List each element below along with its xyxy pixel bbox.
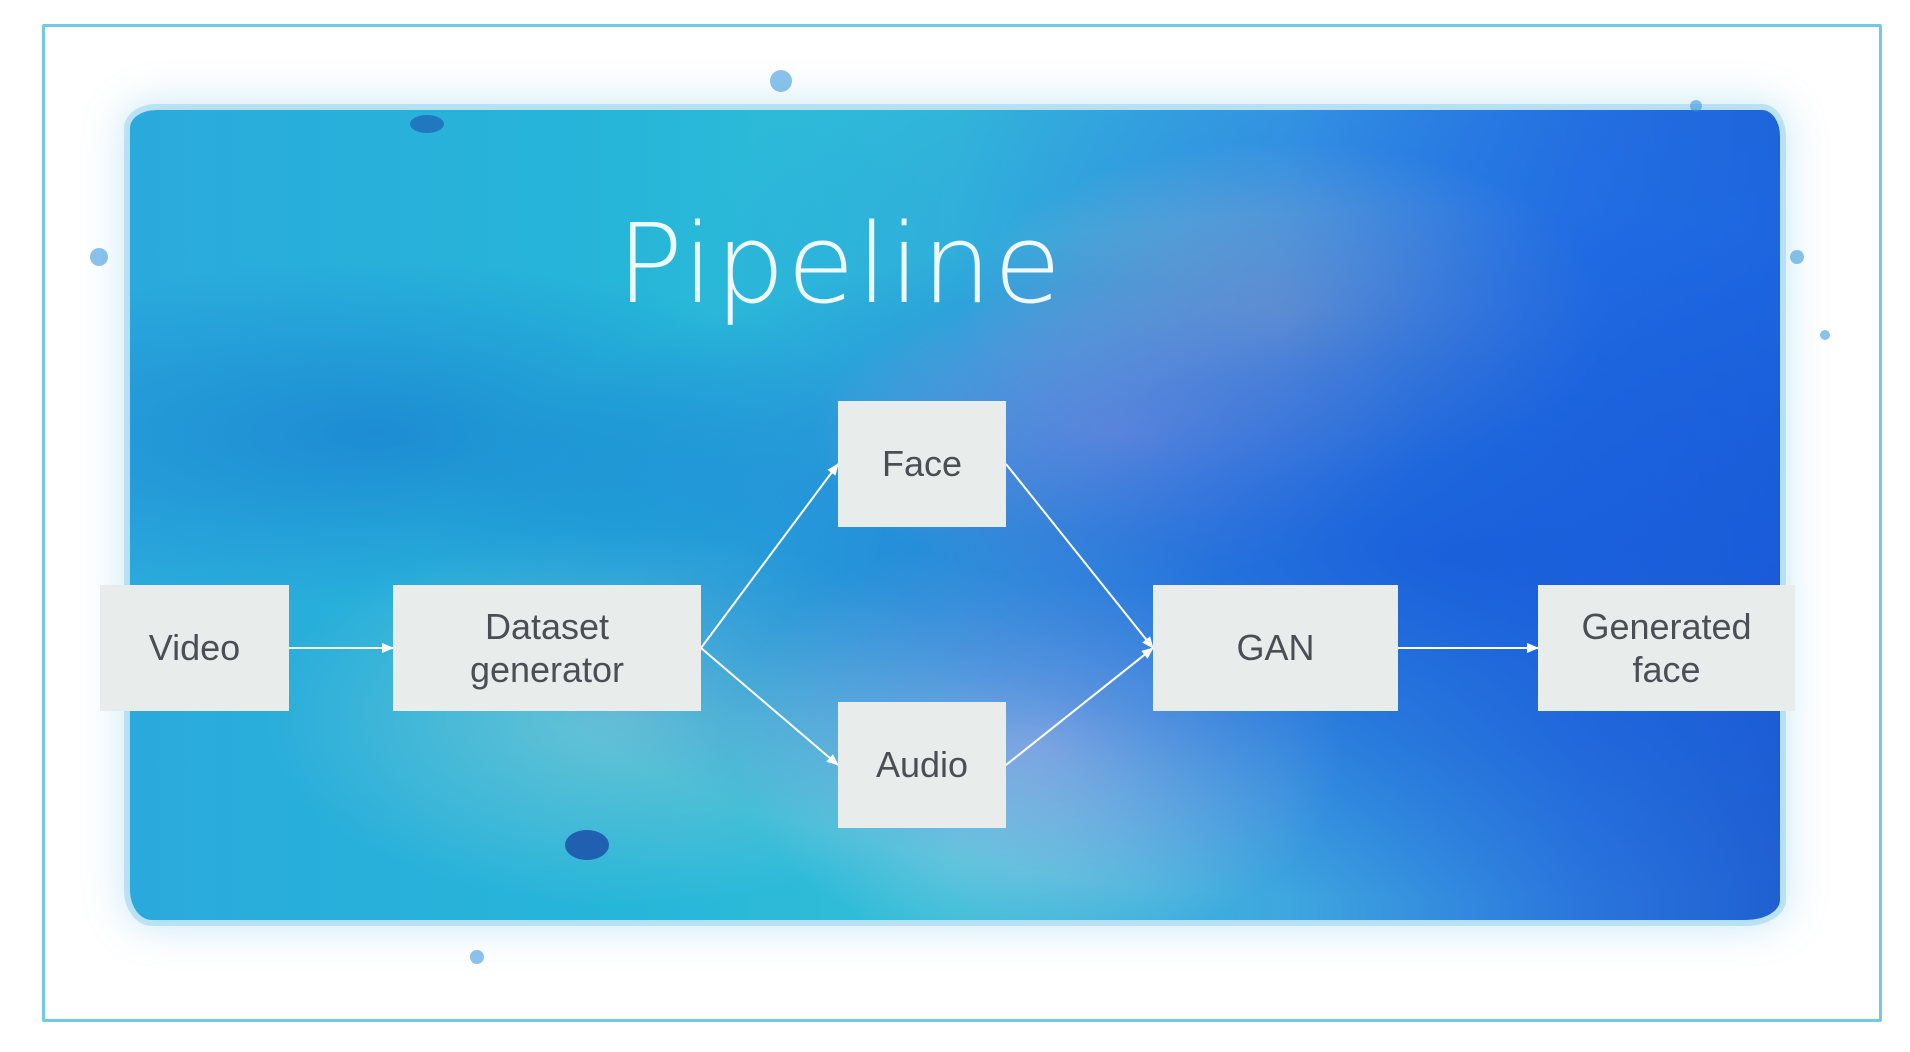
paint-splat (1820, 330, 1830, 340)
paint-splat (770, 70, 792, 92)
paint-splat (1790, 250, 1804, 264)
node-face: Face (838, 401, 1006, 527)
paint-blot (565, 830, 609, 860)
slide-title: Pipeline (616, 200, 1064, 328)
node-generated-face: Generated face (1538, 585, 1795, 711)
decorative-frame (42, 24, 1882, 1022)
paint-blot (410, 115, 444, 133)
paint-splat (1690, 100, 1702, 112)
paint-splat (90, 248, 108, 266)
node-dataset-generator: Dataset generator (393, 585, 701, 711)
paint-splat (470, 950, 484, 964)
node-video: Video (100, 585, 289, 711)
node-gan: GAN (1153, 585, 1398, 711)
node-audio: Audio (838, 702, 1006, 828)
